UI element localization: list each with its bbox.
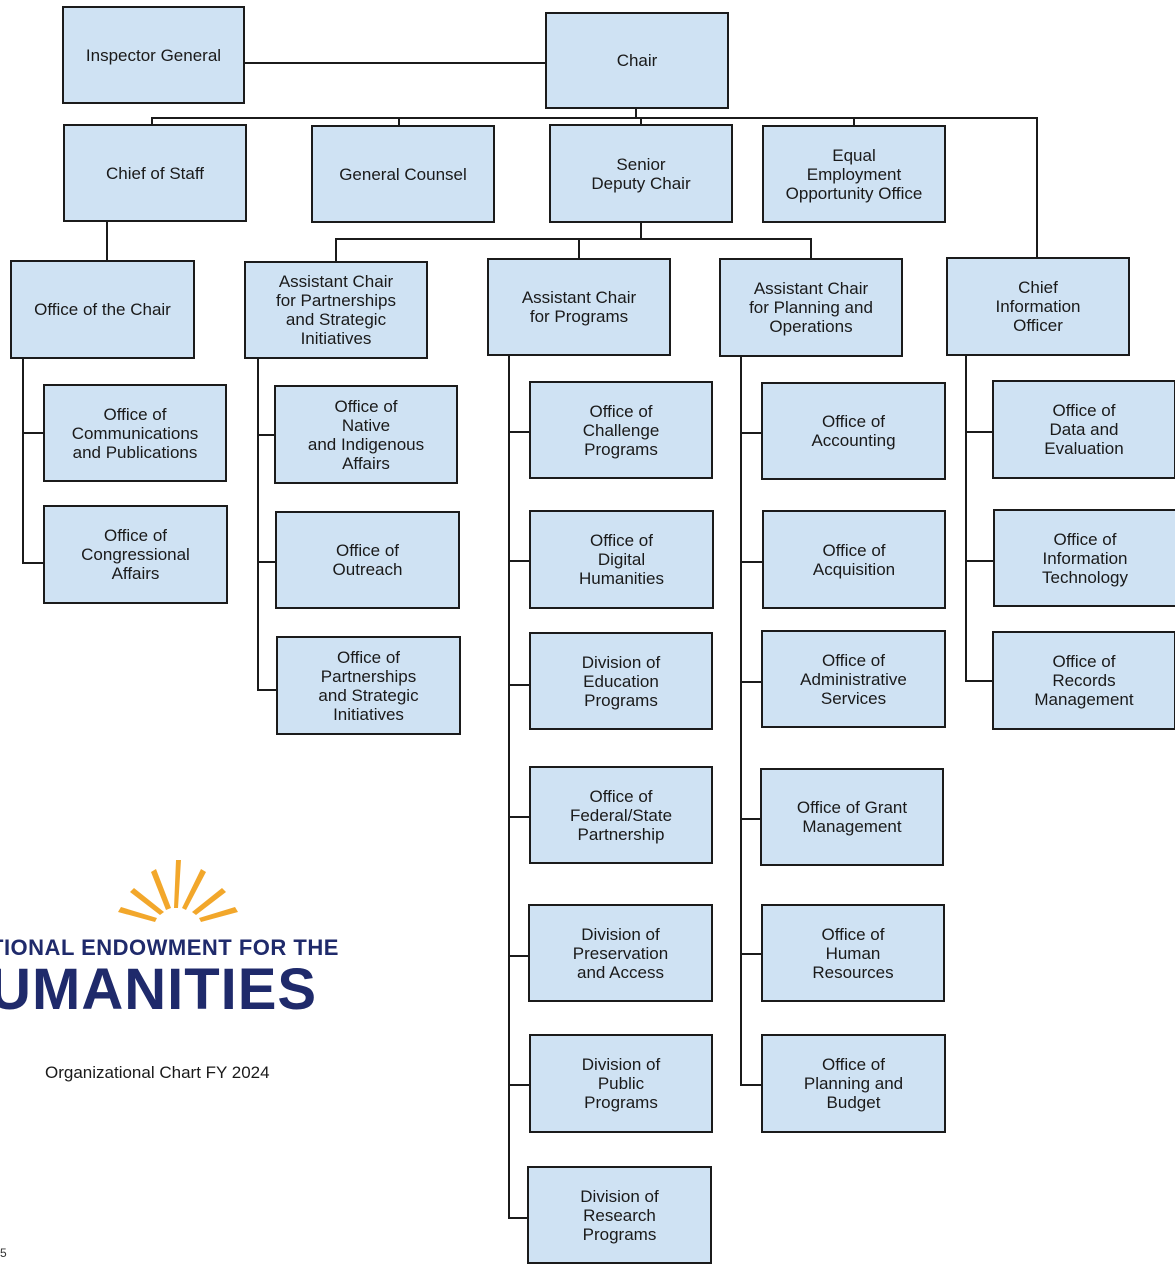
connector-line xyxy=(740,818,762,820)
eeo-office-box: Equal Employment Opportunity Office xyxy=(762,125,946,223)
office-native-indigenous-box: Office of Native and Indigenous Affairs xyxy=(274,385,458,484)
inspector-general-box: Inspector General xyxy=(62,6,245,104)
connector-line xyxy=(640,222,642,239)
connector-line xyxy=(1036,117,1038,259)
connector-line xyxy=(965,680,994,682)
connector-line xyxy=(810,238,812,260)
assistant-chair-partnerships-box: Assistant Chair for Partnerships and Str… xyxy=(244,261,428,359)
office-digital-humanities-box: Office of Digital Humanities xyxy=(529,510,714,609)
connector-line xyxy=(740,681,763,683)
org-name-top: TIONAL ENDOWMENT FOR THE xyxy=(0,935,339,960)
office-outreach-box: Office of Outreach xyxy=(275,511,460,609)
general-counsel-box: General Counsel xyxy=(311,125,495,223)
division-education-box: Division of Education Programs xyxy=(529,632,713,730)
office-acquisition-box: Office of Acquisition xyxy=(762,510,946,609)
connector-line xyxy=(508,431,531,433)
chart-subtitle: Organizational Chart FY 2024 xyxy=(45,1063,270,1082)
office-human-resources-box: Office of Human Resources xyxy=(761,904,945,1002)
connector-line xyxy=(740,1084,763,1086)
connector-line xyxy=(106,221,108,262)
connector-line xyxy=(853,117,855,127)
connector-line xyxy=(151,117,1038,119)
connector-line xyxy=(22,432,44,434)
chair-box: Chair xyxy=(545,12,729,109)
office-data-evaluation-box: Office of Data and Evaluation xyxy=(992,380,1175,479)
office-admin-services-box: Office of Administrative Services xyxy=(761,630,946,728)
division-preservation-box: Division of Preservation and Access xyxy=(528,904,713,1002)
senior-deputy-chair-box: Senior Deputy Chair xyxy=(549,124,733,223)
connector-line xyxy=(335,238,812,240)
connector-line xyxy=(508,955,531,957)
neh-logo: TIONAL ENDOWMENT FOR THE IUMANITIES xyxy=(0,850,420,1030)
connector-line xyxy=(508,684,531,686)
connector-line xyxy=(965,560,995,562)
connector-line xyxy=(740,432,763,434)
office-information-technology-box: Office of Information Technology xyxy=(993,509,1175,607)
connector-line xyxy=(151,117,153,126)
sunburst-icon xyxy=(118,860,238,922)
office-of-the-chair-box: Office of the Chair xyxy=(10,260,195,359)
connector-line xyxy=(398,117,400,127)
office-congressional-box: Office of Congressional Affairs xyxy=(43,505,228,604)
assistant-chair-planning-box: Assistant Chair for Planning and Operati… xyxy=(719,258,903,357)
connector-line xyxy=(640,117,642,126)
connector-line xyxy=(257,434,275,436)
connector-line xyxy=(635,108,637,118)
connector-line xyxy=(508,355,510,1219)
connector-line xyxy=(740,561,763,563)
chief-of-staff-box: Chief of Staff xyxy=(63,124,247,222)
assistant-chair-programs-box: Assistant Chair for Programs xyxy=(487,258,671,356)
division-research-box: Division of Research Programs xyxy=(527,1166,712,1264)
office-accounting-box: Office of Accounting xyxy=(761,382,946,480)
connector-line xyxy=(508,816,531,818)
office-federal-state-box: Office of Federal/State Partnership xyxy=(529,766,713,864)
connector-line xyxy=(965,431,994,433)
connector-line xyxy=(257,358,259,691)
connector-line xyxy=(257,561,276,563)
division-public-programs-box: Division of Public Programs xyxy=(529,1034,713,1133)
connector-line xyxy=(508,560,531,562)
connector-line xyxy=(578,238,580,260)
connector-line xyxy=(740,356,742,1086)
office-grant-management-box: Office of Grant Management xyxy=(760,768,944,866)
connector-line xyxy=(244,62,546,64)
page-number: 5 xyxy=(0,1246,7,1260)
office-communications-box: Office of Communications and Publication… xyxy=(43,384,227,482)
org-name-main: IUMANITIES xyxy=(0,957,318,1022)
connector-line xyxy=(508,1217,529,1219)
connector-line xyxy=(257,689,277,691)
office-records-management-box: Office of Records Management xyxy=(992,631,1175,730)
connector-line xyxy=(965,355,967,682)
office-challenge-programs-box: Office of Challenge Programs xyxy=(529,381,713,479)
connector-line xyxy=(22,358,24,564)
chief-information-officer-box: Chief Information Officer xyxy=(946,257,1130,356)
office-partnerships-box: Office of Partnerships and Strategic Ini… xyxy=(276,636,461,735)
connector-line xyxy=(335,238,337,263)
connector-line xyxy=(22,562,44,564)
connector-line xyxy=(740,953,763,955)
office-planning-budget-box: Office of Planning and Budget xyxy=(761,1034,946,1133)
connector-line xyxy=(508,1084,531,1086)
